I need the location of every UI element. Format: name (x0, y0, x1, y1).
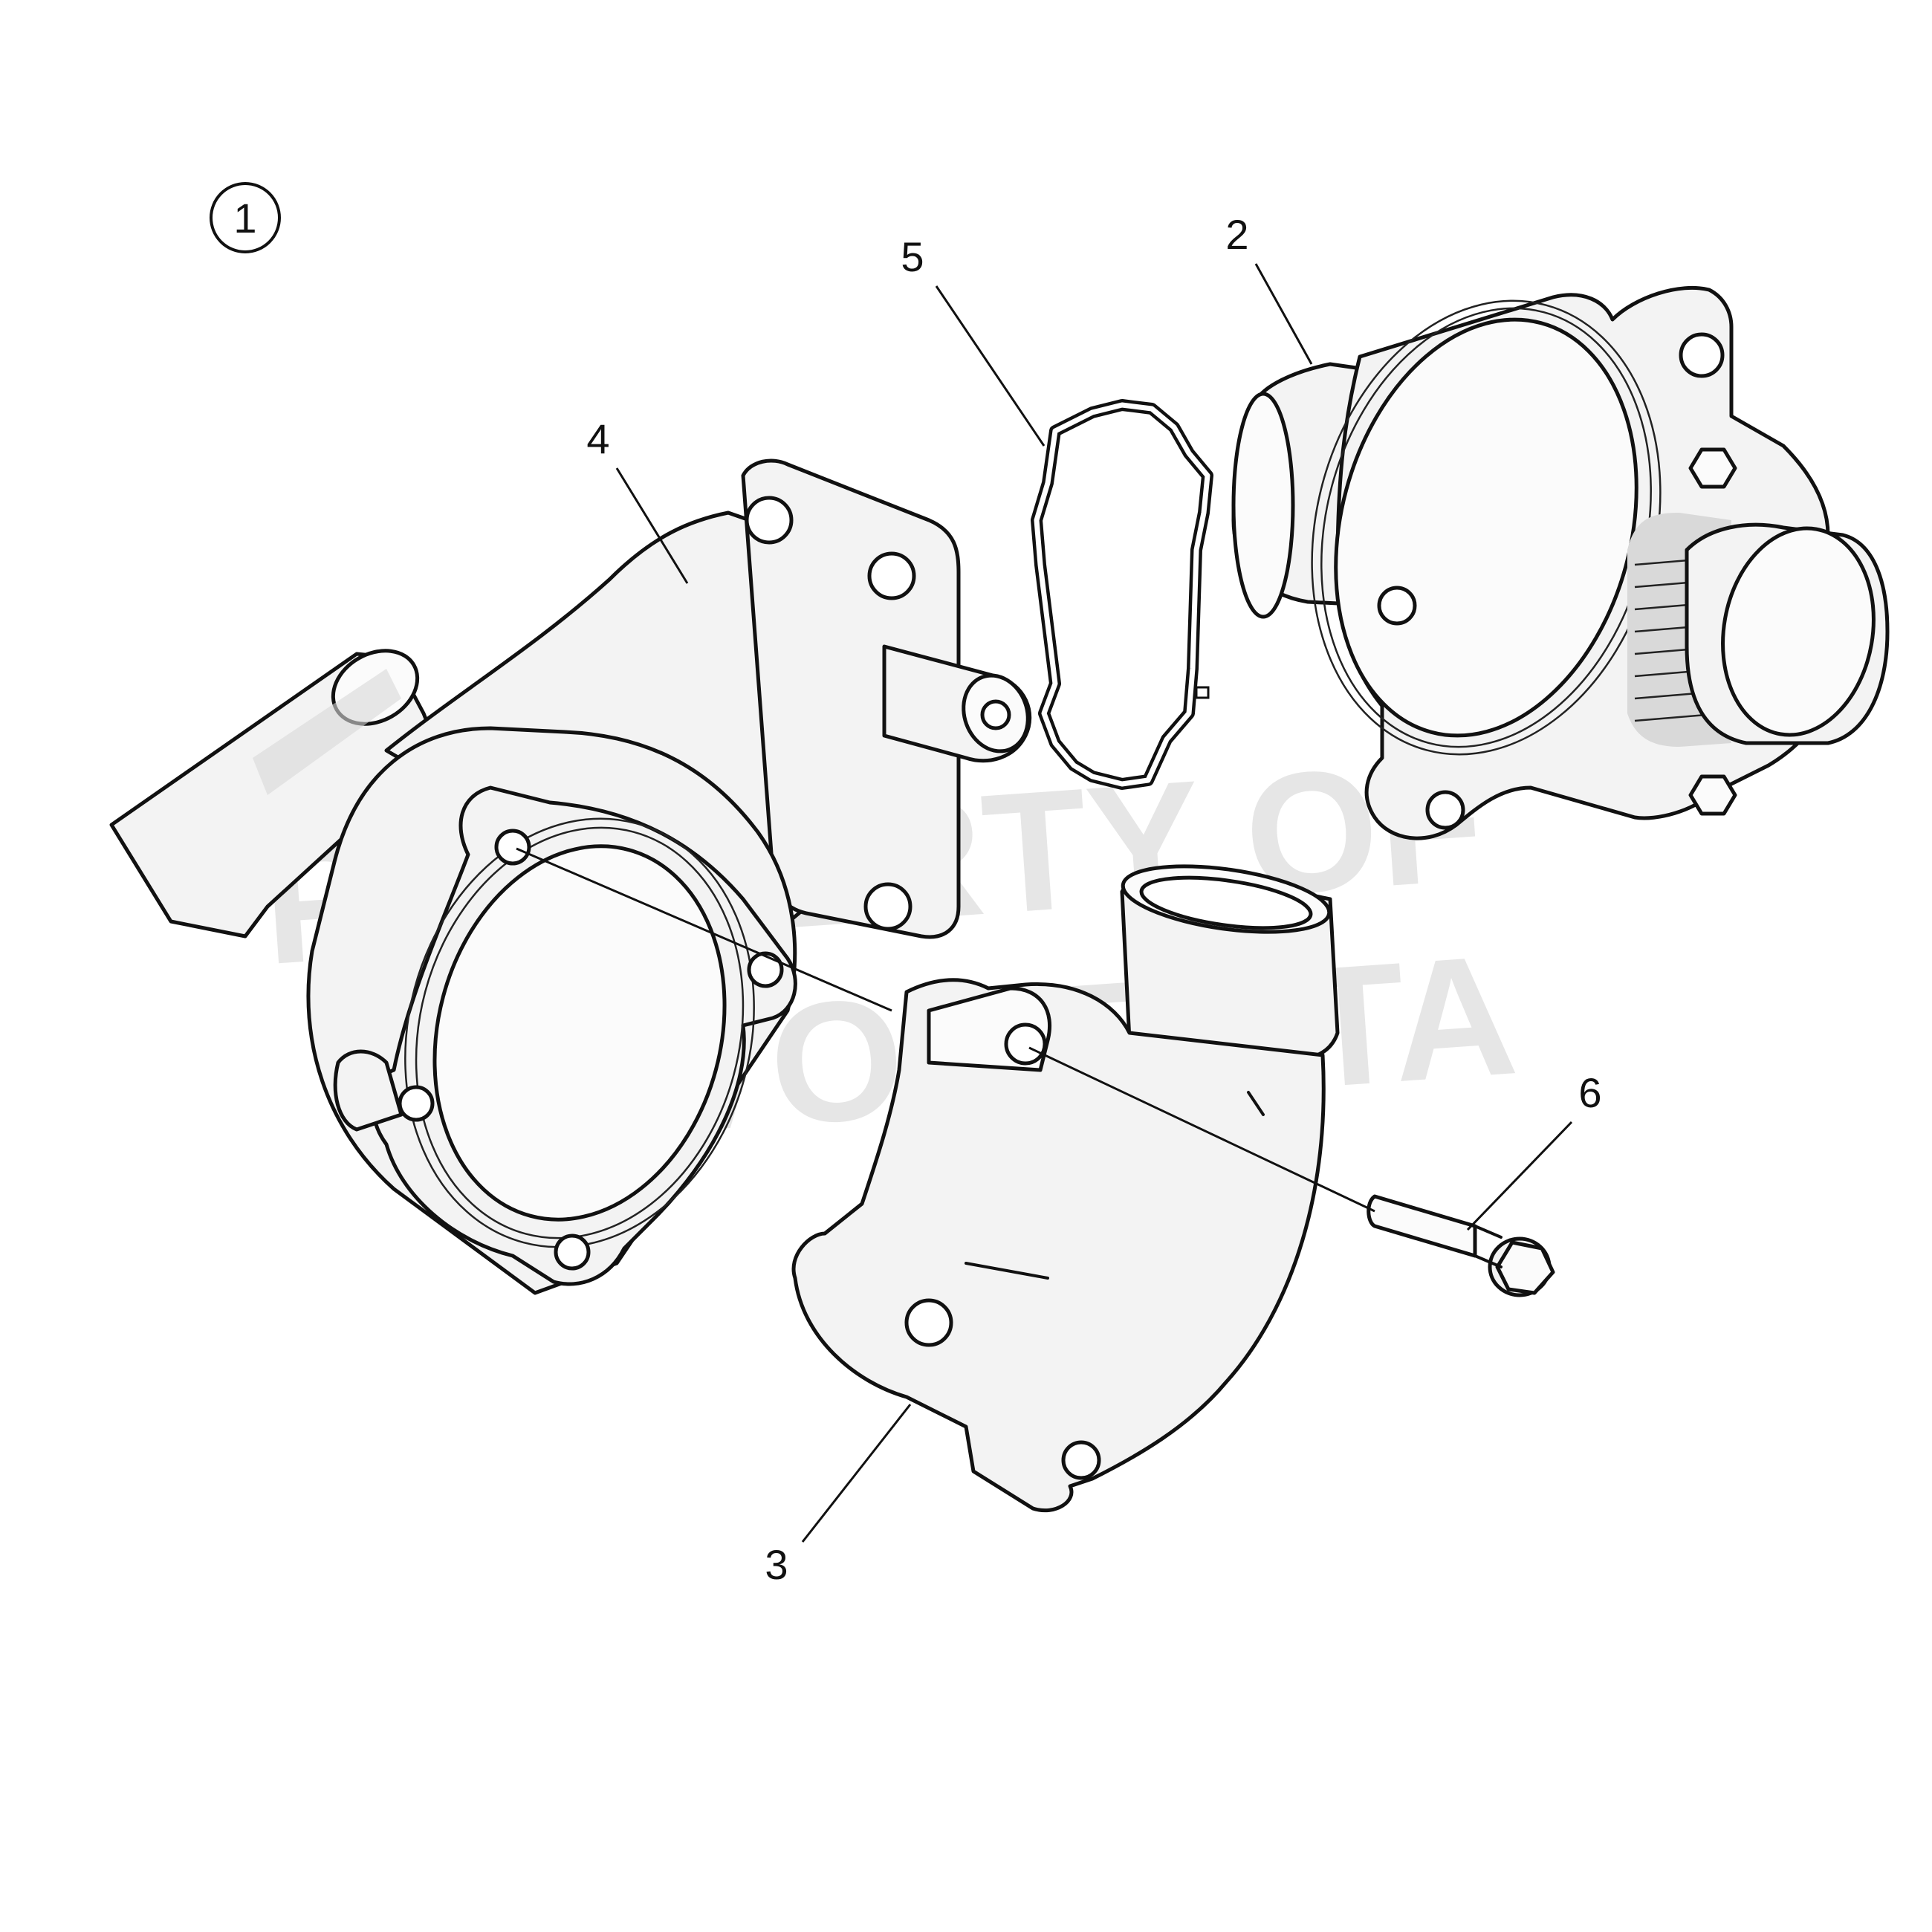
part-4-housing (109, 458, 1032, 1295)
figure-callout-label: 1 (233, 195, 256, 242)
callout-5-label: 5 (901, 233, 924, 280)
callout-2: 2 (1225, 211, 1313, 365)
callout-2-label: 2 (1225, 211, 1248, 258)
callout-4: 4 (586, 415, 689, 584)
assembly-lines (516, 847, 1375, 1213)
part-3-elbow (791, 864, 1340, 1513)
callout-4-label: 4 (586, 415, 609, 462)
part-2-thermostat-housing (1231, 285, 1890, 840)
figure-callout: 1 (210, 182, 281, 253)
callout-5: 5 (901, 233, 1046, 447)
part-6-bolt (1367, 1194, 1555, 1297)
spring-coils (1634, 556, 1725, 722)
callout-6-label: 6 (1578, 1069, 1601, 1116)
part-5-gasket (1031, 399, 1213, 790)
callout-3-label: 3 (765, 1541, 788, 1588)
callout-6: 6 (1466, 1069, 1602, 1231)
callout-3: 3 (765, 1404, 912, 1588)
